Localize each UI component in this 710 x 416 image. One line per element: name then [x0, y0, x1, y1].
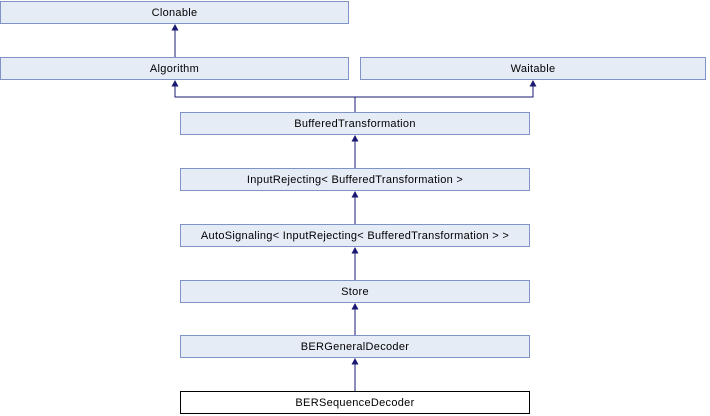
class-node-algorithm[interactable]: Algorithm: [0, 57, 349, 80]
inheritance-arrow-bergeneraldecoder-to-store: [351, 303, 359, 335]
inheritance-arrow-autosignaling-to-inputrejecting: [351, 191, 359, 224]
class-node-clonable[interactable]: Clonable: [0, 1, 349, 24]
class-node-waitable[interactable]: Waitable: [360, 57, 706, 80]
class-node-bufferedtransformation[interactable]: BufferedTransformation: [180, 112, 530, 135]
class-node-inputrejecting[interactable]: InputRejecting< BufferedTransformation >: [180, 168, 530, 191]
class-node-bersequencedecoder: BERSequenceDecoder: [180, 391, 530, 414]
inheritance-arrow-inputrejecting-to-bufferedtransformation: [351, 135, 359, 168]
inheritance-arrow-store-to-autosignaling: [351, 247, 359, 280]
inheritance-arrow-algorithm-to-clonable: [171, 24, 179, 57]
class-node-autosignaling[interactable]: AutoSignaling< InputRejecting< BufferedT…: [180, 224, 530, 247]
inheritance-arrow-bufferedtransformation-to-algorithm-waitable: [171, 80, 537, 112]
inheritance-arrow-bersequencedecoder-to-bergeneraldecoder: [351, 358, 359, 391]
class-node-bergeneraldecoder[interactable]: BERGeneralDecoder: [180, 335, 530, 358]
class-node-store[interactable]: Store: [180, 280, 530, 303]
